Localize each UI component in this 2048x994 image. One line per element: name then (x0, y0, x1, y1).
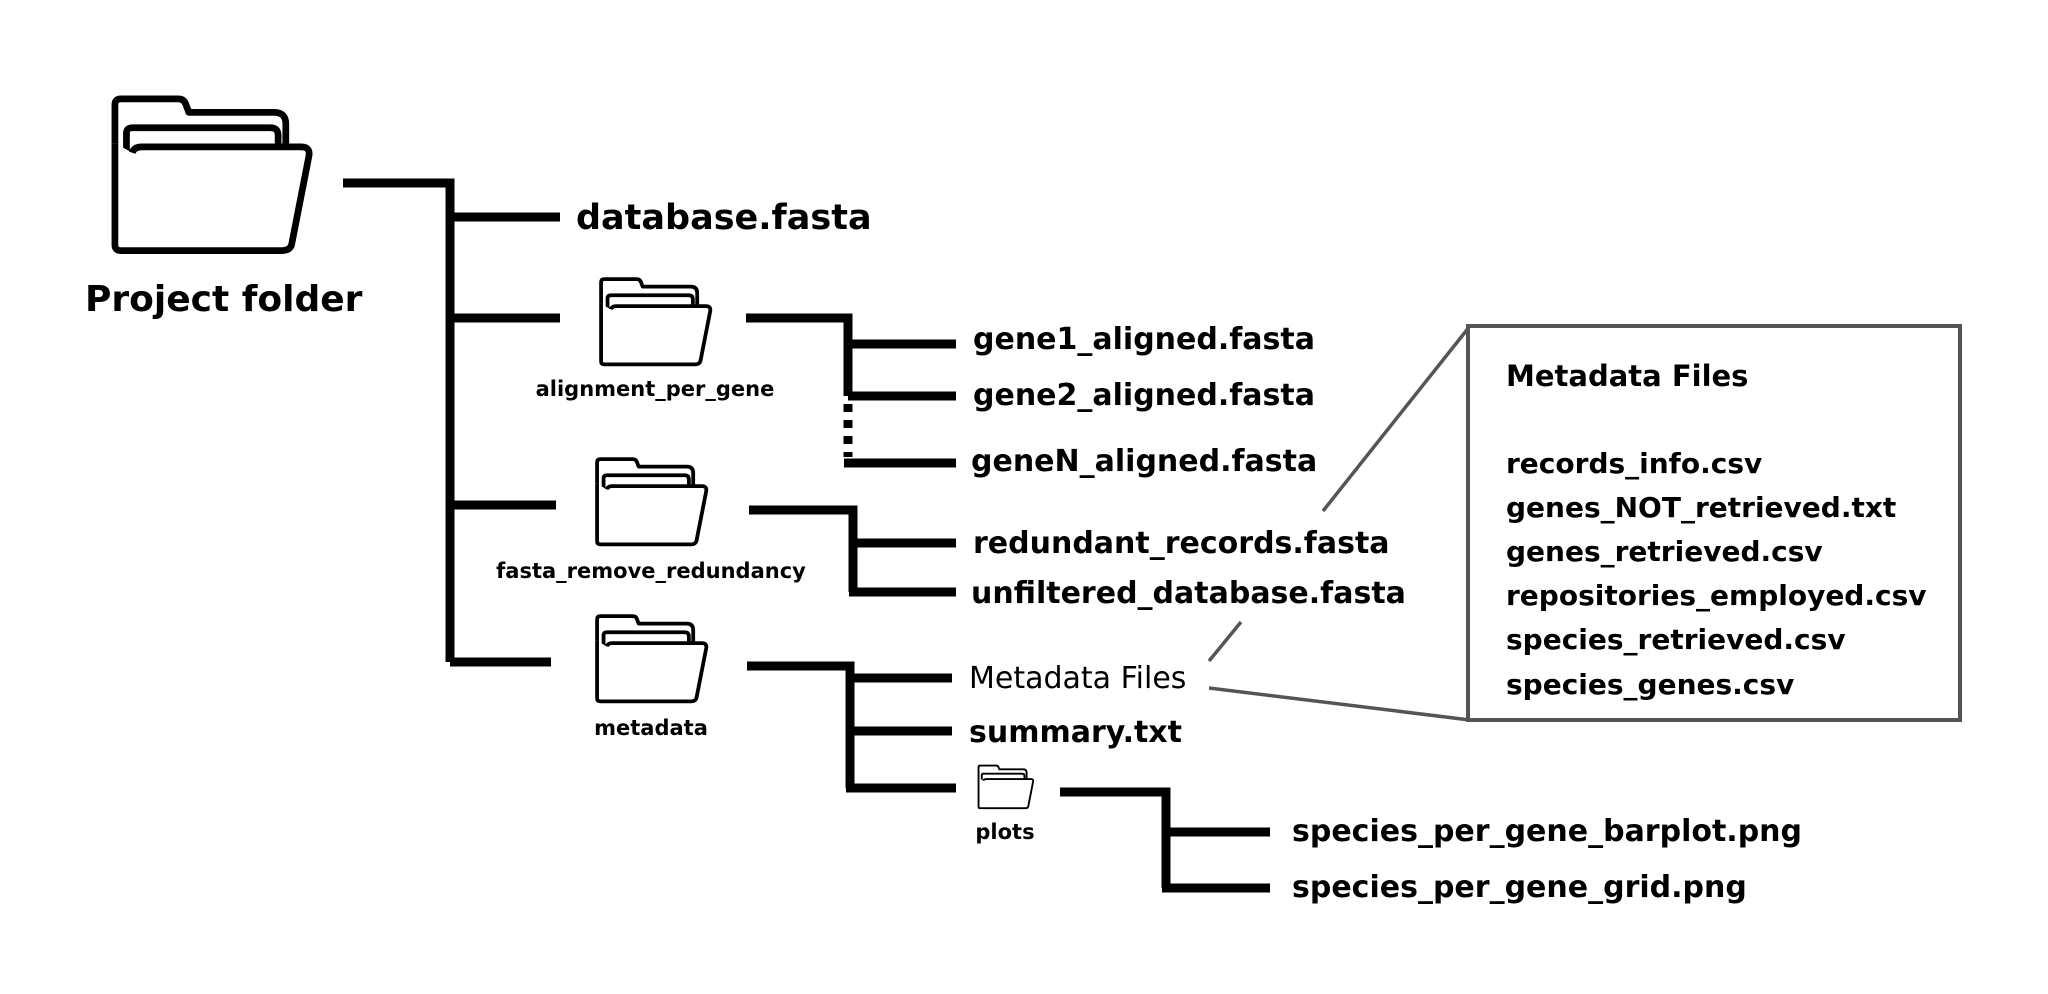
callout-line-lower (1208, 686, 1471, 722)
file-summary: summary.txt (969, 715, 1182, 750)
file-redundant-records: redundant_records.fasta (973, 526, 1390, 561)
file-geneN: geneN_aligned.fasta (971, 444, 1317, 479)
connector-alignment-trunk (746, 313, 853, 396)
file-database: database.fasta (576, 198, 872, 238)
metadata-box-item: repositories_employed.csv (1506, 579, 1927, 612)
metadata-box-item: species_retrieved.csv (1506, 623, 1846, 656)
file-grid: species_per_gene_grid.png (1292, 870, 1747, 905)
metadata-box-item: records_info.csv (1506, 447, 1762, 480)
folder-label-redundancy: fasta_remove_redundancy (496, 559, 806, 583)
folder-label-plots: plots (975, 820, 1034, 844)
metadata-box-item: genes_retrieved.csv (1506, 535, 1823, 568)
folder-icon (599, 277, 713, 367)
file-gene1: gene1_aligned.fasta (973, 322, 1315, 357)
file-barplot: species_per_gene_barplot.png (1292, 814, 1802, 849)
folder-label-metadata: metadata (594, 716, 708, 740)
metadata-box-item: species_genes.csv (1506, 668, 1794, 701)
file-gene2: gene2_aligned.fasta (973, 378, 1315, 413)
metadata-box-frame (1466, 324, 1962, 722)
folder-icon (115, 99, 309, 251)
callout-lines (1207, 324, 1472, 722)
metadata-box-item: genes_NOT_retrieved.txt (1506, 491, 1896, 524)
connector-redundancy-trunk (749, 505, 858, 592)
folder-icon (595, 614, 709, 704)
folder-icon (977, 764, 1035, 810)
file-metadata-files: Metadata Files (969, 661, 1186, 696)
callout-line-upper (1321, 324, 1472, 513)
root-folder-label: Project folder (85, 279, 363, 320)
metadata-box-title: Metadata Files (1506, 359, 1748, 393)
metadata-callout-box: Metadata Files records_info.csv genes_NO… (1466, 324, 1962, 722)
folder-icon (595, 457, 709, 547)
callout-line-mid (1207, 620, 1243, 663)
file-unfiltered-database: unfiltered_database.fasta (971, 576, 1406, 611)
connector-plots-trunk (1060, 787, 1171, 888)
tree-connectors (343, 178, 1270, 893)
connector-root-trunk (343, 178, 455, 662)
folder-label-alignment: alignment_per_gene (536, 377, 775, 401)
connector-metadata-trunk (747, 661, 855, 788)
